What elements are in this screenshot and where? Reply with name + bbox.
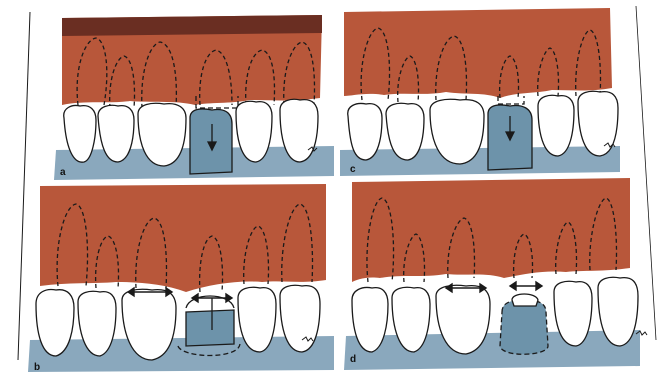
- panel-c-label: c: [350, 164, 356, 175]
- panel-b-gingiva: [40, 184, 326, 292]
- panel-c-base: [340, 146, 620, 176]
- panel-b-label: b: [34, 362, 40, 373]
- panel-d-gingiva: [352, 178, 630, 282]
- panel-d-pontic-crown: [512, 294, 538, 306]
- panel-c-gingiva: [344, 8, 612, 98]
- panel-d-pontic: [500, 300, 548, 354]
- panel-a-label: a: [60, 167, 66, 178]
- panel-a-gingiva-top: [62, 15, 322, 36]
- panel-d-label: d: [350, 354, 356, 365]
- panel-d-base: [344, 330, 640, 370]
- panel-a: a: [54, 15, 334, 180]
- panel-b-pontic: [186, 310, 234, 346]
- panel-b: b: [28, 184, 334, 373]
